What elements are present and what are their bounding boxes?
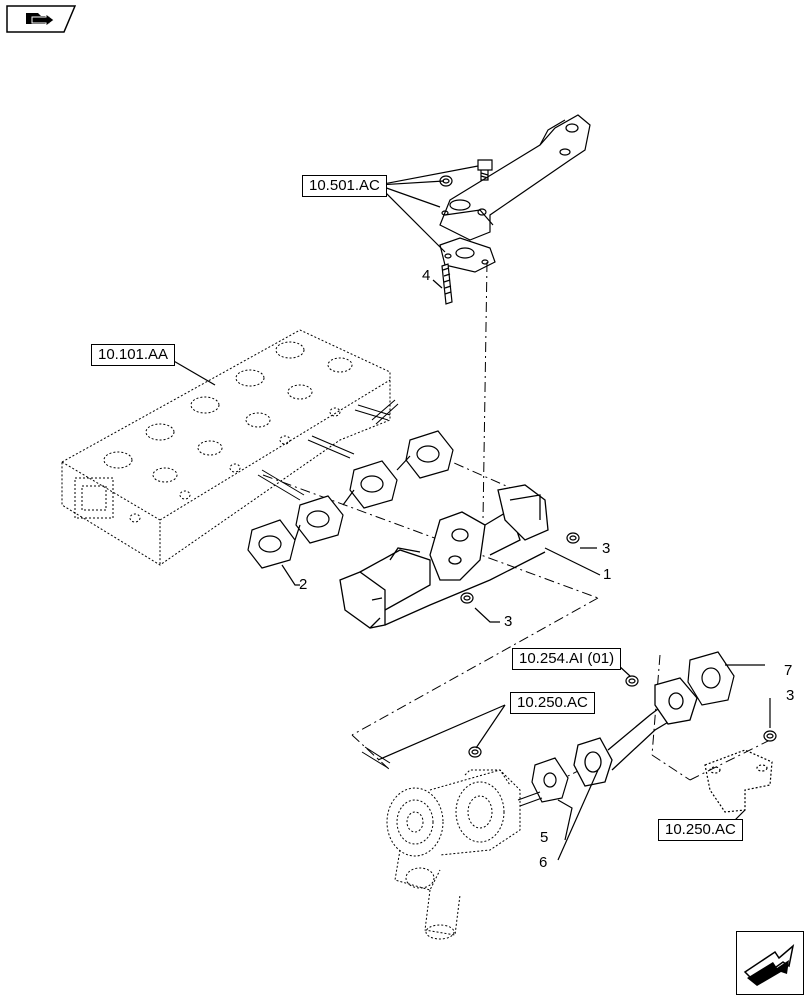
- leader-lines: [171, 165, 771, 861]
- nut-3-upper: [566, 532, 580, 544]
- callout-3-upper: 3: [602, 540, 611, 557]
- exhaust-pipe: [573, 677, 698, 787]
- gasket-7: [687, 651, 735, 706]
- callout-7: 7: [784, 662, 793, 679]
- turbocharger: [386, 769, 521, 940]
- nut-10250: [468, 746, 482, 758]
- turbo-stud: [517, 791, 543, 807]
- callout-4: 4: [422, 267, 431, 284]
- head-studs: [257, 399, 399, 501]
- nut-3-lower: [763, 730, 777, 742]
- ref-10250ac-lower[interactable]: 10.250.AC: [658, 819, 743, 841]
- support-bracket: [439, 114, 591, 241]
- callout-3-middle: 3: [504, 613, 513, 630]
- next-page-arrow-icon: [743, 944, 795, 986]
- callout-3-lower: 3: [786, 687, 795, 704]
- book-navigation-button[interactable]: [6, 5, 77, 33]
- callout-2: 2: [299, 576, 308, 593]
- ref-10101aa[interactable]: 10.101.AA: [91, 344, 176, 366]
- nut-3-middle: [460, 592, 474, 604]
- cylinder-head: [61, 329, 391, 566]
- callout-5: 5: [540, 829, 549, 846]
- bracket-bolt: [477, 159, 493, 181]
- manifold-gaskets: [247, 430, 454, 569]
- ref-10250ac-upper[interactable]: 10.250.AC: [510, 692, 595, 714]
- ref-10254ai[interactable]: 10.254.AI (01): [512, 648, 622, 670]
- callout-1: 1: [603, 566, 612, 583]
- nut-10254: [625, 675, 639, 687]
- book-arrow-icon: [6, 5, 77, 33]
- ref-10501ac[interactable]: 10.501.AC: [302, 175, 387, 197]
- stud-4: [441, 263, 453, 305]
- lower-bracket: [704, 749, 773, 813]
- gasket-5: [531, 757, 569, 803]
- callout-6: 6: [539, 854, 548, 871]
- next-page-button[interactable]: [736, 931, 804, 995]
- exhaust-manifold: [339, 484, 549, 629]
- turbo-stud-left: [361, 746, 391, 769]
